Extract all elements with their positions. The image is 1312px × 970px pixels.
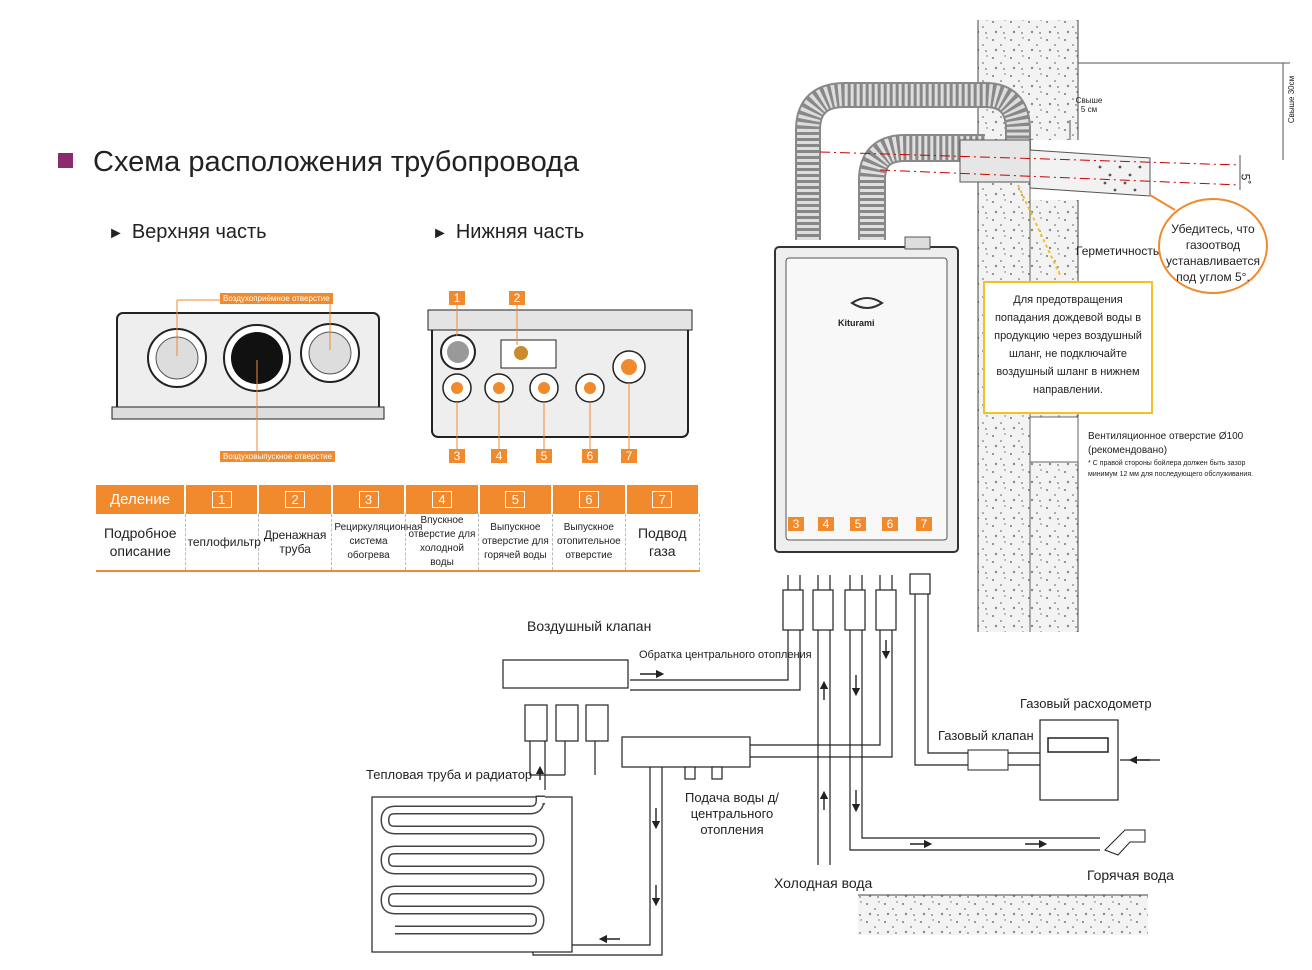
legend-col-1: 1	[185, 485, 260, 514]
legend-desc-1: теплофильтр	[185, 514, 261, 572]
legend-number: 3	[358, 491, 379, 508]
top-view-heading: ► Верхняя часть	[108, 221, 267, 244]
legend-number: 4	[431, 491, 452, 508]
vent-note: * С правой стороны бойлера должен быть з…	[1088, 460, 1254, 478]
legend-number: 1	[211, 491, 232, 508]
above-30cm-label: Свыше 30см	[1287, 75, 1297, 124]
supply-label: Подача воды д/ центрального отопления	[685, 790, 779, 837]
gas-meter-label: Газовый расходометр	[1020, 696, 1152, 711]
outlet-number-4: 4	[818, 517, 834, 531]
legend-header-row: Деление 1 2 3 4 5 6 7	[96, 485, 701, 514]
bottom-view-heading: ► Нижняя часть	[432, 221, 584, 244]
air-valve-label: Воздушный клапан	[527, 618, 652, 634]
hot-water-label: Горячая вода	[1087, 867, 1174, 883]
outlet-number-5: 5	[850, 517, 866, 531]
return-label: Обратка центрального отопления	[639, 649, 812, 661]
legend-col-3: 3	[331, 485, 407, 514]
legend-desc-3: Рециркуляционная система обогрева	[331, 514, 422, 572]
bottom-number-3: 3	[449, 449, 465, 463]
air-outlet-label: Воздуховыпускное отверстие	[220, 451, 336, 462]
hot-water-faucet	[1104, 829, 1146, 856]
legend-table: Деление 1 2 3 4 5 6 7 Подробное описание…	[96, 485, 701, 572]
triangle-icon: ►	[108, 225, 124, 242]
page-title-text: Схема расположения трубопровода	[93, 146, 580, 178]
legend-number: 7	[652, 491, 673, 508]
legend-number: 6	[578, 491, 599, 508]
bottom-number-2: 2	[509, 291, 525, 305]
legend-col-6: 6	[552, 485, 627, 514]
fittings	[782, 573, 931, 631]
outlet-number-7: 7	[916, 517, 932, 531]
vent-hole-label: Вентиляционное отверстие Ø100 (рекомендо…	[1088, 431, 1244, 456]
rain-note: Для предотвращения попадания дождевой во…	[983, 281, 1153, 414]
legend-number: 5	[505, 491, 526, 508]
legend-col-5: 5	[478, 485, 554, 514]
gas-valve-label: Газовый клапан	[938, 728, 1034, 743]
boiler-brand: Kiturami	[838, 318, 875, 328]
above-5cm-label: Свыше 5 см	[1075, 96, 1103, 114]
gas-valve	[967, 749, 1009, 771]
bottom-number-6: 6	[582, 449, 598, 463]
bottom-number-4: 4	[491, 449, 507, 463]
bottom-number-7: 7	[621, 449, 637, 463]
outlet-number-6: 6	[882, 517, 898, 531]
legend-number: 2	[285, 491, 306, 508]
outlet-number-3: 3	[788, 517, 804, 531]
legend-desc-4: Впускное отверстие для холодной воды	[405, 514, 480, 572]
bottom-number-1: 1	[449, 291, 465, 305]
air-inlet-label: Воздухоприёмное отверстие	[220, 293, 333, 304]
triangle-icon: ►	[432, 225, 448, 242]
legend-header-label: Деление	[96, 485, 186, 514]
sealing-label: Герметичность	[1076, 244, 1160, 258]
legend-desc-5: Выпускное отверстие для горячей воды	[478, 514, 553, 572]
bottom-view-drawing	[427, 305, 693, 450]
legend-col-4: 4	[405, 485, 480, 514]
legend-desc-7: Подвод газа	[625, 514, 700, 572]
cold-water-label: Холодная вода	[774, 875, 873, 891]
angle-callout: Убедитесь, что газоотвод устанавливается…	[1158, 198, 1268, 294]
legend-col-2: 2	[258, 485, 333, 514]
legend-col-7: 7	[625, 485, 701, 514]
boiler-body	[774, 236, 959, 553]
legend-row-label: Подробное описание	[96, 514, 186, 572]
top-view-drawing	[111, 299, 385, 452]
angle-label: 5˚	[1238, 173, 1253, 185]
floor	[858, 894, 1148, 935]
title-bullet	[58, 153, 73, 168]
heat-pipe-label: Тепловая труба и радиатор	[366, 767, 533, 782]
legend-desc-6: Выпускное отопительное отверстие	[552, 514, 627, 572]
manifolds	[502, 659, 751, 780]
legend-desc-row: Подробное описание теплофильтр Дренажная…	[96, 514, 700, 572]
top-view-heading-text: Верхняя часть	[131, 221, 267, 243]
gas-meter	[1039, 719, 1119, 801]
bottom-number-5: 5	[536, 449, 552, 463]
bottom-view-heading-text: Нижняя часть	[455, 221, 585, 243]
page-title: Схема расположения трубопровода	[58, 146, 579, 179]
legend-desc-2: Дренажная труба	[258, 514, 333, 572]
